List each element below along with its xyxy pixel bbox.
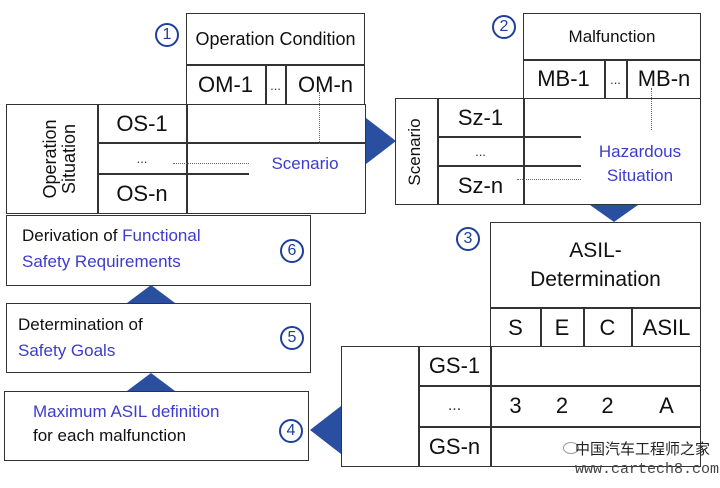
step6-text-black: Derivation of xyxy=(22,226,118,245)
column-om-n: OM-n xyxy=(298,72,353,97)
step-marker-3: 3 xyxy=(456,227,480,251)
operation-condition-header-box xyxy=(186,13,365,105)
cell-s xyxy=(491,427,540,467)
arrow-up-icon xyxy=(127,373,175,391)
row-os-n: OS-n xyxy=(116,181,168,206)
wechat-icon xyxy=(563,442,579,454)
cell-s xyxy=(491,347,540,385)
hazardous-situation-label-2: Situation xyxy=(606,166,674,185)
divider xyxy=(437,136,581,138)
step4-line1: Maximum ASIL definition xyxy=(33,402,220,421)
step-marker-2: 2 xyxy=(492,15,516,39)
column-asil: ASIL xyxy=(642,314,691,340)
hazardous-situation-label-1: Hazardous xyxy=(598,142,682,161)
row-os-ellipsis: ... xyxy=(136,150,148,166)
arrow-down-icon xyxy=(590,205,638,222)
arrow-left-icon xyxy=(310,406,341,454)
asil-header-line2: Determination xyxy=(530,268,661,291)
dotted-guide xyxy=(517,179,581,180)
row-gs-n: GS-n xyxy=(428,434,481,459)
cell-c xyxy=(584,347,631,385)
row-sz-ellipsis: ... xyxy=(475,143,486,159)
divider xyxy=(97,142,366,144)
step4-line2: for each malfunction xyxy=(33,426,187,445)
step-marker-4: 4 xyxy=(279,419,303,443)
step6-box: Derivation of Functional Safety Requirem… xyxy=(6,215,311,286)
malfunction-header: Malfunction xyxy=(568,26,656,46)
column-mb-n: MB-n xyxy=(637,66,691,91)
row-sz-1: Sz-1 xyxy=(457,104,504,130)
step5-line1: Determination of xyxy=(18,315,143,334)
divider xyxy=(523,59,701,61)
dotted-guide xyxy=(651,88,652,132)
step5-box: Determination of Safety Goals xyxy=(6,303,311,373)
step-marker-1: 1 xyxy=(155,23,179,47)
column-c: C xyxy=(599,314,616,340)
asil-header-box xyxy=(490,222,701,348)
row-gs-1: GS-1 xyxy=(428,353,481,378)
result-cover xyxy=(581,131,699,203)
column-om-1: OM-1 xyxy=(198,72,253,97)
divider xyxy=(490,307,701,309)
step-marker-6: 6 xyxy=(280,239,304,263)
step6-line1: Derivation of Functional xyxy=(22,226,201,246)
divider xyxy=(97,104,99,214)
cell-e xyxy=(541,347,583,385)
column-mb-1: MB-1 xyxy=(537,66,590,91)
column-om-ellipsis: ... xyxy=(270,77,281,93)
watermark-url: www.cartech8.com xyxy=(575,461,720,478)
divider xyxy=(437,165,581,167)
divider xyxy=(418,346,420,467)
result-cover xyxy=(249,144,363,186)
step5-line2: Safety Goals xyxy=(18,341,116,360)
row-gs-ellipsis: ... xyxy=(447,397,462,414)
cell-s: 3 xyxy=(509,393,522,418)
scenario-result-label: Scenario xyxy=(271,154,339,173)
arrow-up-icon xyxy=(127,285,175,303)
goals-box xyxy=(341,346,701,467)
cell-e: 2 xyxy=(555,393,569,418)
cell-asil xyxy=(632,347,701,385)
asil-header-line1: ASIL- xyxy=(569,239,622,262)
divider xyxy=(186,64,365,66)
dotted-guide xyxy=(173,163,249,164)
arrow-right-icon xyxy=(366,118,396,164)
row-sz-n: Sz-n xyxy=(457,172,504,198)
operation-condition-header: Operation Condition xyxy=(195,28,356,49)
step6-text-blue: Functional xyxy=(122,226,201,245)
divider xyxy=(604,59,606,131)
divider xyxy=(490,346,492,467)
cell-asil: A xyxy=(659,393,674,418)
divider xyxy=(626,59,628,131)
step4-box: Maximum ASIL definition for each malfunc… xyxy=(4,391,309,461)
malfunction-header-box xyxy=(523,13,701,99)
divider xyxy=(437,98,439,205)
dotted-guide xyxy=(319,92,320,144)
divider xyxy=(418,385,701,387)
divider xyxy=(97,173,249,175)
column-mb-ellipsis: ... xyxy=(610,71,621,87)
row-os-1: OS-1 xyxy=(116,110,168,136)
step-marker-5: 5 xyxy=(280,326,304,350)
column-e: E xyxy=(554,314,570,340)
scenario-row-group-label: Scenario xyxy=(405,118,424,186)
watermark-chinese: 中国汽车工程师之家 xyxy=(575,440,711,458)
step6-line2: Safety Requirements xyxy=(22,252,181,271)
divider xyxy=(523,98,525,205)
column-s: S xyxy=(508,314,523,340)
divider xyxy=(186,104,188,214)
operation-situation-label: Operation Situation xyxy=(40,119,79,199)
cell-c: 2 xyxy=(601,393,614,418)
divider xyxy=(418,426,701,428)
